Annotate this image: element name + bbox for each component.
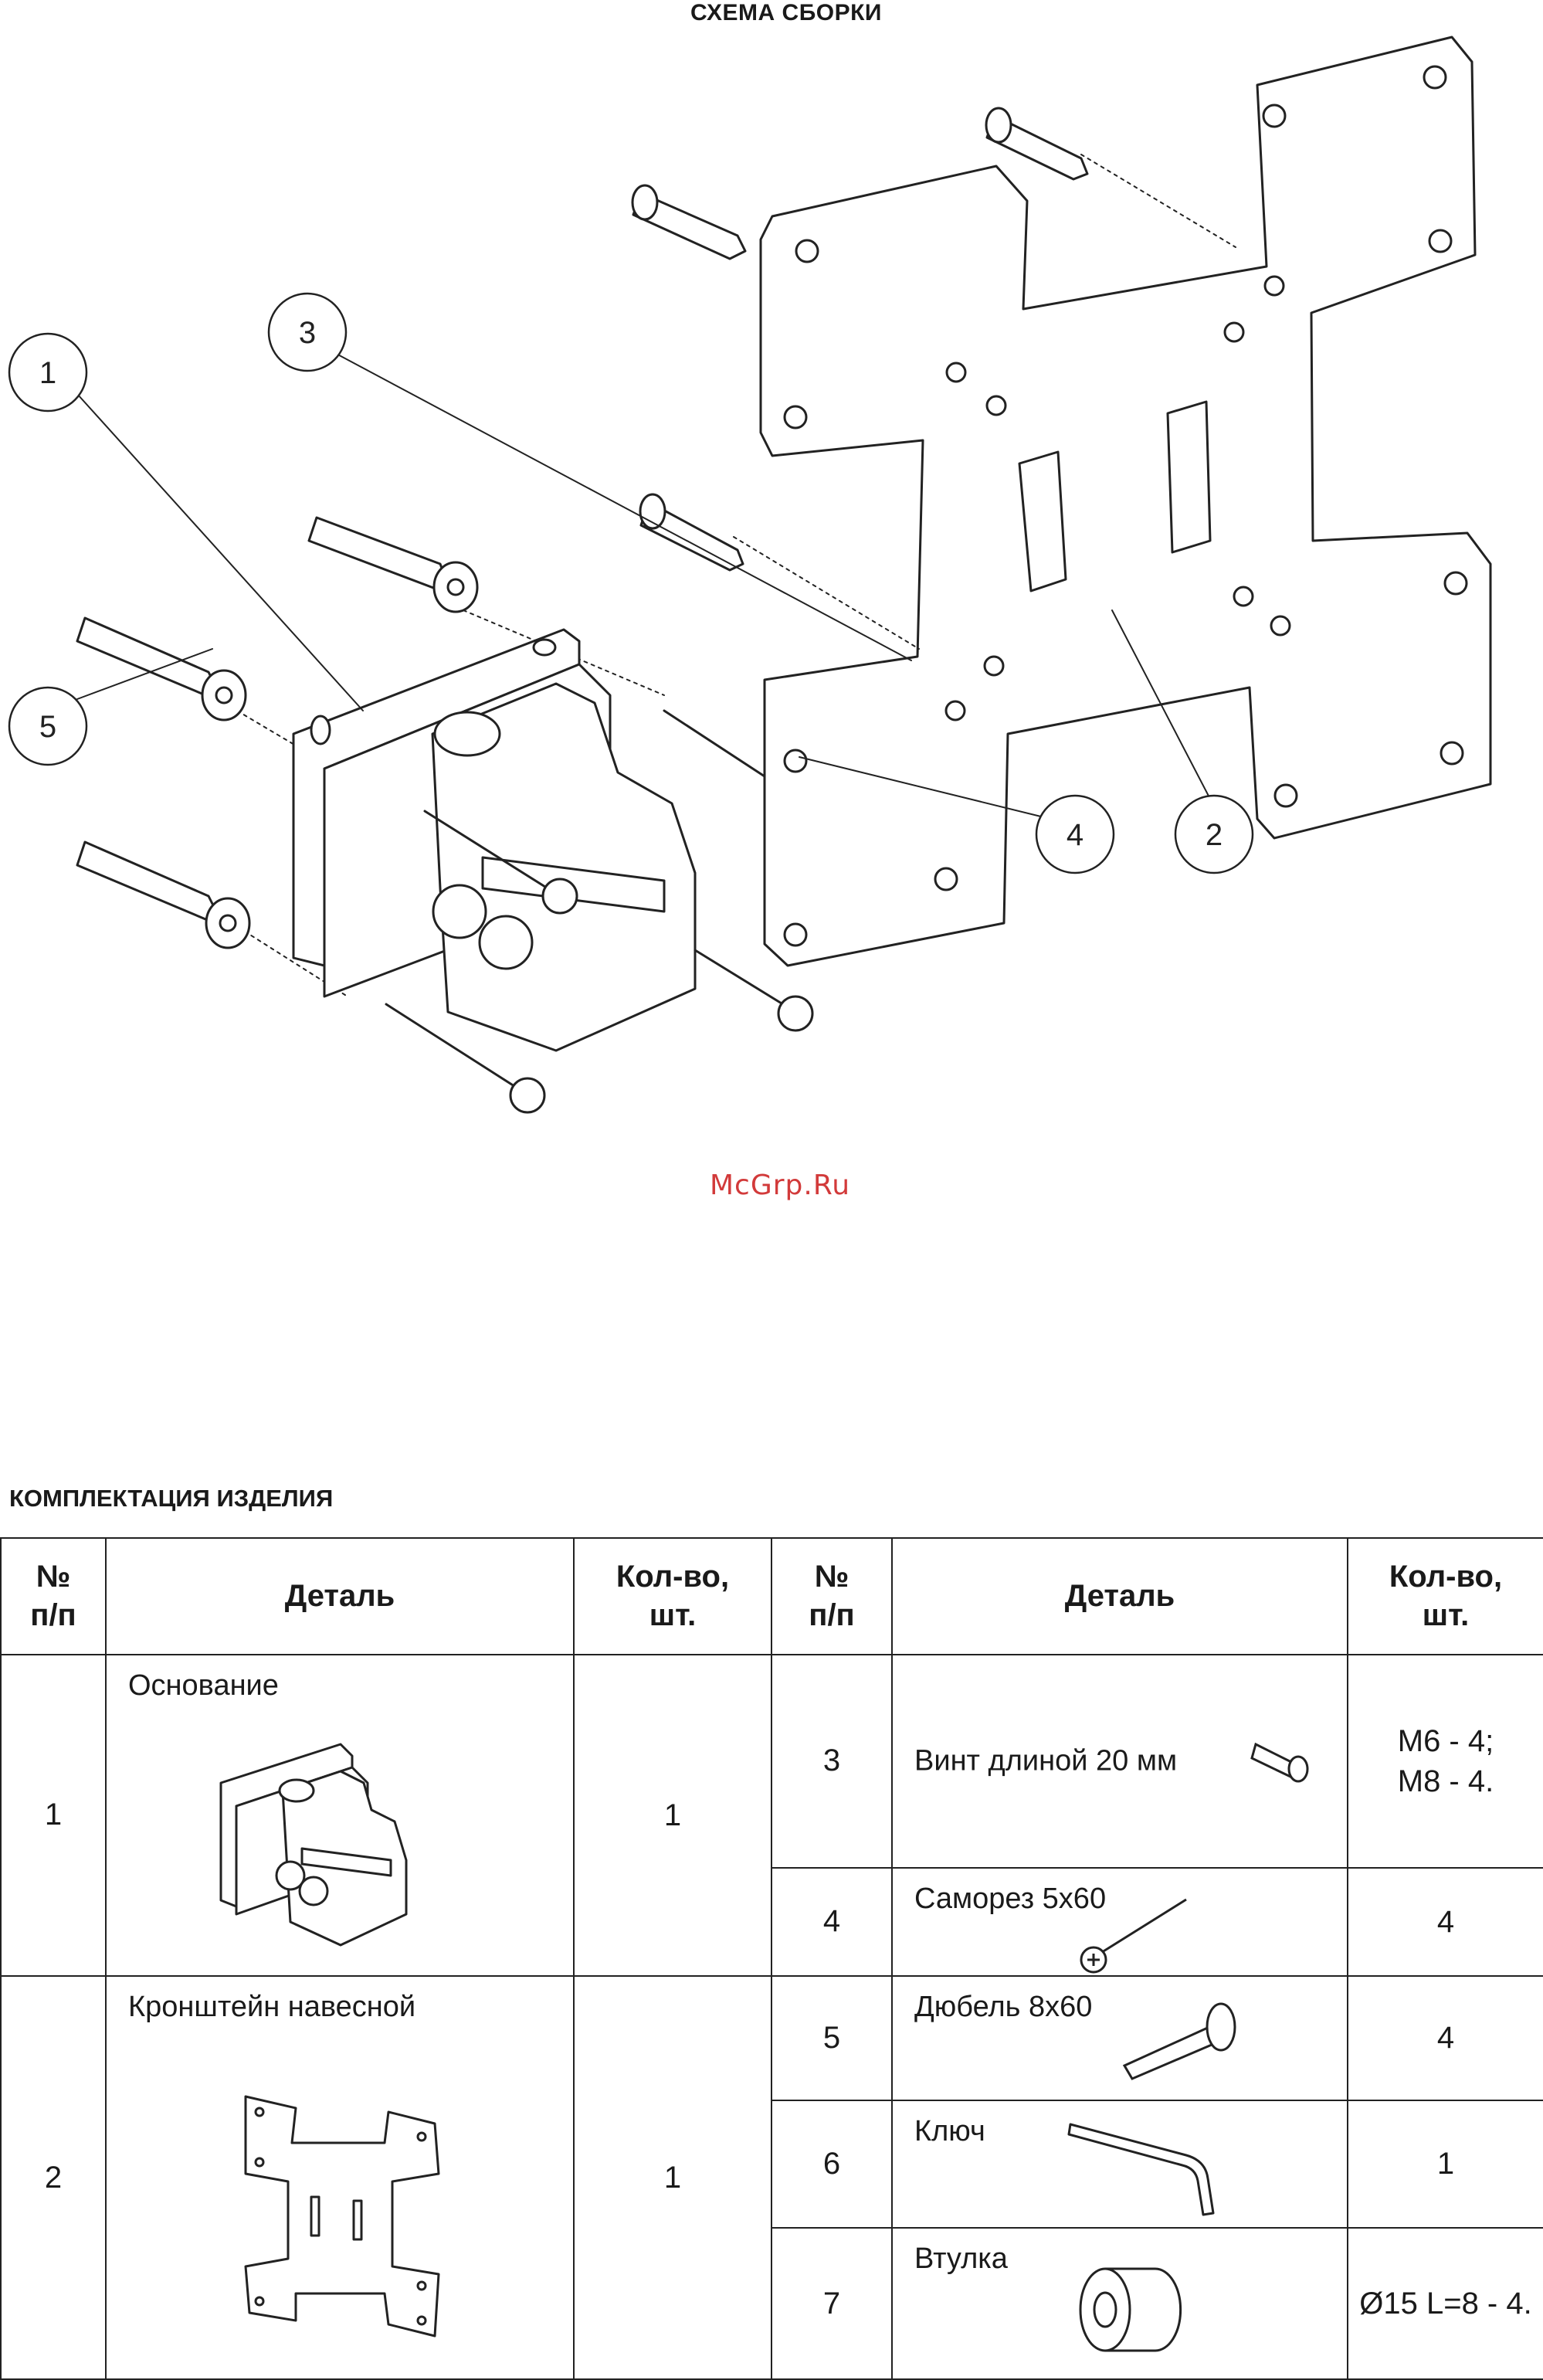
- header-num: № п/п: [1, 1538, 106, 1655]
- kit-title: КОМПЛЕКТАЦИЯ ИЗДЕЛИЯ: [9, 1485, 333, 1513]
- row-6-part: Ключ: [892, 2100, 1348, 2229]
- screw-icon: [1248, 1729, 1317, 1791]
- callout-4-label: 4: [1067, 818, 1083, 852]
- row-1-qty: 1: [574, 1655, 772, 1977]
- row-6-name: Ключ: [914, 2115, 985, 2148]
- callout-1-label: 1: [39, 356, 56, 390]
- callout-2-label: 2: [1206, 818, 1223, 852]
- row-1-part: Основание: [106, 1655, 574, 1977]
- header-qty: Кол-во, шт.: [574, 1538, 772, 1655]
- row-3-part: Винт длиной 20 мм: [892, 1655, 1348, 1868]
- row-6-num: 6: [772, 2100, 892, 2229]
- hanging-plate-drawing: [761, 37, 1490, 966]
- header-num-right: № п/п: [772, 1538, 892, 1655]
- header-part: Деталь: [106, 1538, 574, 1655]
- table-row: 1 Основание 1 3 Винт длиной 20 мм M6 - 4…: [1, 1655, 1543, 1868]
- row-5-name: Дюбель 8x60: [914, 1991, 1092, 2024]
- row-3-qty: M6 - 4; M8 - 4.: [1348, 1655, 1543, 1868]
- callout-3-label: 3: [299, 316, 316, 350]
- row-1-name: Основание: [128, 1669, 279, 1703]
- row-5-qty: 4: [1348, 1976, 1543, 2100]
- table-header-row: № п/п Деталь Кол-во, шт. № п/п Деталь Ко…: [1, 1538, 1543, 1655]
- header-qty-right: Кол-во, шт.: [1348, 1538, 1543, 1655]
- row-7-part: Втулка: [892, 2228, 1348, 2379]
- base-bracket-icon: [205, 1721, 453, 1968]
- assembly-diagram: 1 2 3 4 5: [0, 23, 1543, 1166]
- row-2-name: Кронштейн навесной: [128, 1991, 415, 2024]
- row-6-qty: 1: [1348, 2100, 1543, 2229]
- hex-key-icon: [1063, 2113, 1225, 2221]
- assembly-title: СХЕМА СБОРКИ: [0, 0, 1543, 26]
- row-2-part: Кронштейн навесной: [106, 1976, 574, 2379]
- header-part-right: Деталь: [892, 1538, 1348, 1655]
- row-4-part: Саморез 5x60: [892, 1868, 1348, 1977]
- row-7-num: 7: [772, 2228, 892, 2379]
- row-3-name: Винт длиной 20 мм: [914, 1744, 1177, 1777]
- callout-5-label: 5: [39, 710, 56, 744]
- base-drawing: [293, 630, 695, 1051]
- row-1-num: 1: [1, 1655, 106, 1977]
- row-5-part: Дюбель 8x60: [892, 1976, 1348, 2100]
- row-5-num: 5: [772, 1976, 892, 2100]
- row-3-num: 3: [772, 1655, 892, 1868]
- self-tapping-screw-icon: [1070, 1892, 1194, 1977]
- row-2-num: 2: [1, 1976, 106, 2379]
- row-7-name: Втулка: [914, 2242, 1008, 2276]
- watermark: McGrp.Ru: [680, 1170, 880, 1201]
- row-7-qty: Ø15 L=8 - 4.: [1348, 2228, 1543, 2379]
- row-4-qty: 4: [1348, 1868, 1543, 1977]
- row-4-num: 4: [772, 1868, 892, 1977]
- wall-plug-icon: [1113, 1992, 1244, 2085]
- hanging-plate-icon: [238, 2089, 446, 2351]
- table-row: 2 Кронштейн навесной 1 5 Дюбель 8x60 4: [1, 1976, 1543, 2100]
- bushing-icon: [1078, 2259, 1194, 2360]
- kit-table: № п/п Деталь Кол-во, шт. № п/п Деталь Ко…: [0, 1537, 1543, 2380]
- row-2-qty: 1: [574, 1976, 772, 2379]
